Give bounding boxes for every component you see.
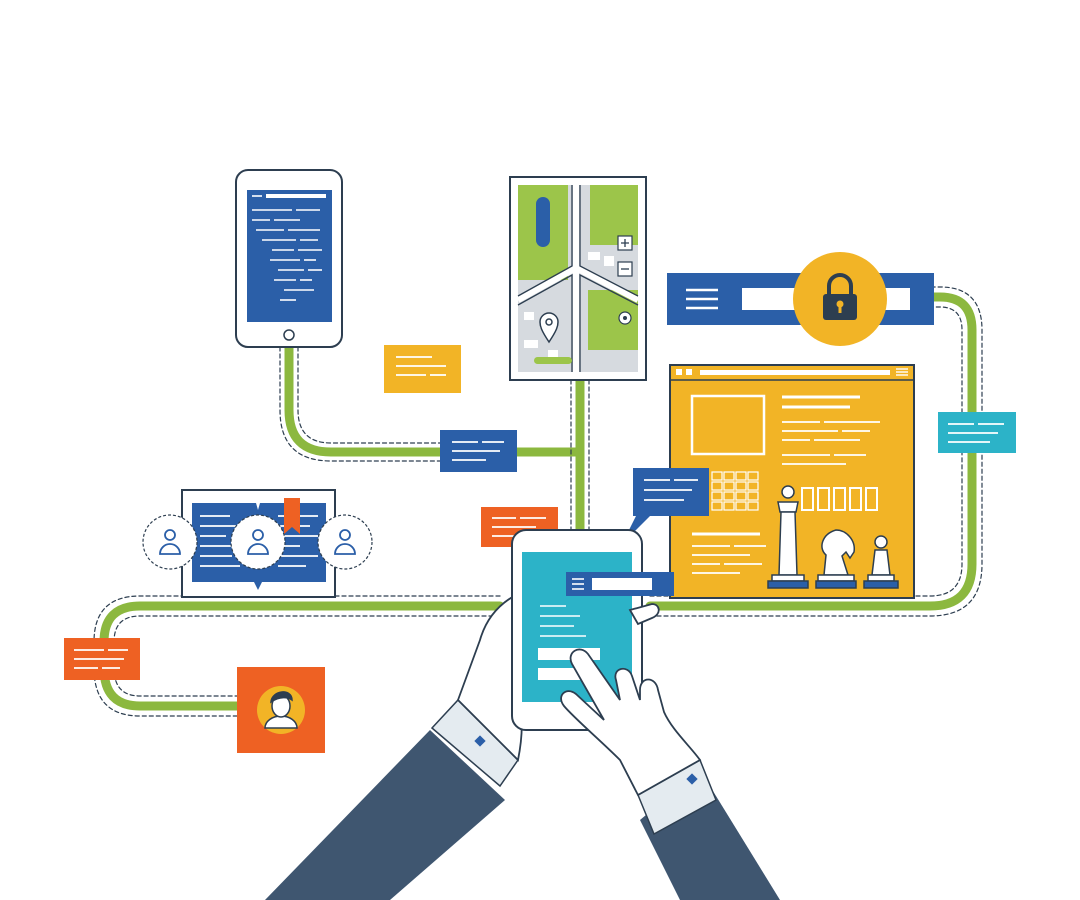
map-pin-icon [539,312,559,344]
right-hand-tapping [560,648,702,797]
profile-avatar-card [237,667,325,753]
code-input-boxes[interactable] [801,487,878,511]
path-phone-to-note-dash2 [297,346,441,444]
open-book-panel [142,489,373,598]
menu-icon[interactable] [686,288,718,310]
chess-pawn-icon [863,535,899,589]
map-tablet [509,176,647,381]
path-map-to-center-dash [570,379,590,531]
note-card-blue [440,430,517,472]
user-circles [142,514,373,570]
user-icon[interactable] [247,529,269,555]
smartphone-text-lines [540,605,586,637]
path-phone-to-note-dash [279,346,441,462]
left-thumb [628,603,660,626]
left-cufflink [474,735,486,747]
chess-king-icon [767,485,809,589]
path-phone-to-note [284,342,445,457]
website-window [669,364,915,599]
footer-text-lines [692,532,766,574]
map-lake [536,197,550,247]
avatar-icon [264,691,298,729]
smartphone-action-button[interactable] [538,668,584,680]
padlock-icon [823,273,857,320]
right-cufflink [686,773,698,785]
chess-pieces-icon [767,485,899,589]
map-road-outlines [517,185,639,372]
article-text-lines [782,395,880,465]
note-card-yellow [384,345,461,393]
bookmark-icon [284,498,300,534]
user-icon[interactable] [159,529,181,555]
chess-knight-icon [815,529,857,589]
path-right-loop [645,292,977,611]
address-bar[interactable] [700,370,890,375]
secure-login-banner [667,252,934,346]
speech-bubble-blue [622,468,709,544]
image-placeholder [690,394,766,456]
left-sleeve [265,730,505,900]
map-route-button[interactable] [534,357,572,364]
user-icon[interactable] [334,529,356,555]
map-park-top-right [590,185,638,245]
note-card-teal [938,412,1016,453]
hands-with-smartphone [265,529,780,900]
calendar-grid [711,471,759,511]
window-controls[interactable] [676,369,692,375]
note-card-orange-left [64,638,140,680]
hamburger-icon[interactable] [896,368,908,376]
path-right-loop-dash-outer [649,286,983,617]
smartphone-search-field[interactable] [592,578,652,590]
phone-device-top-left [235,169,343,348]
map-roads [516,185,640,372]
phone-screen-text-lines [252,194,326,301]
